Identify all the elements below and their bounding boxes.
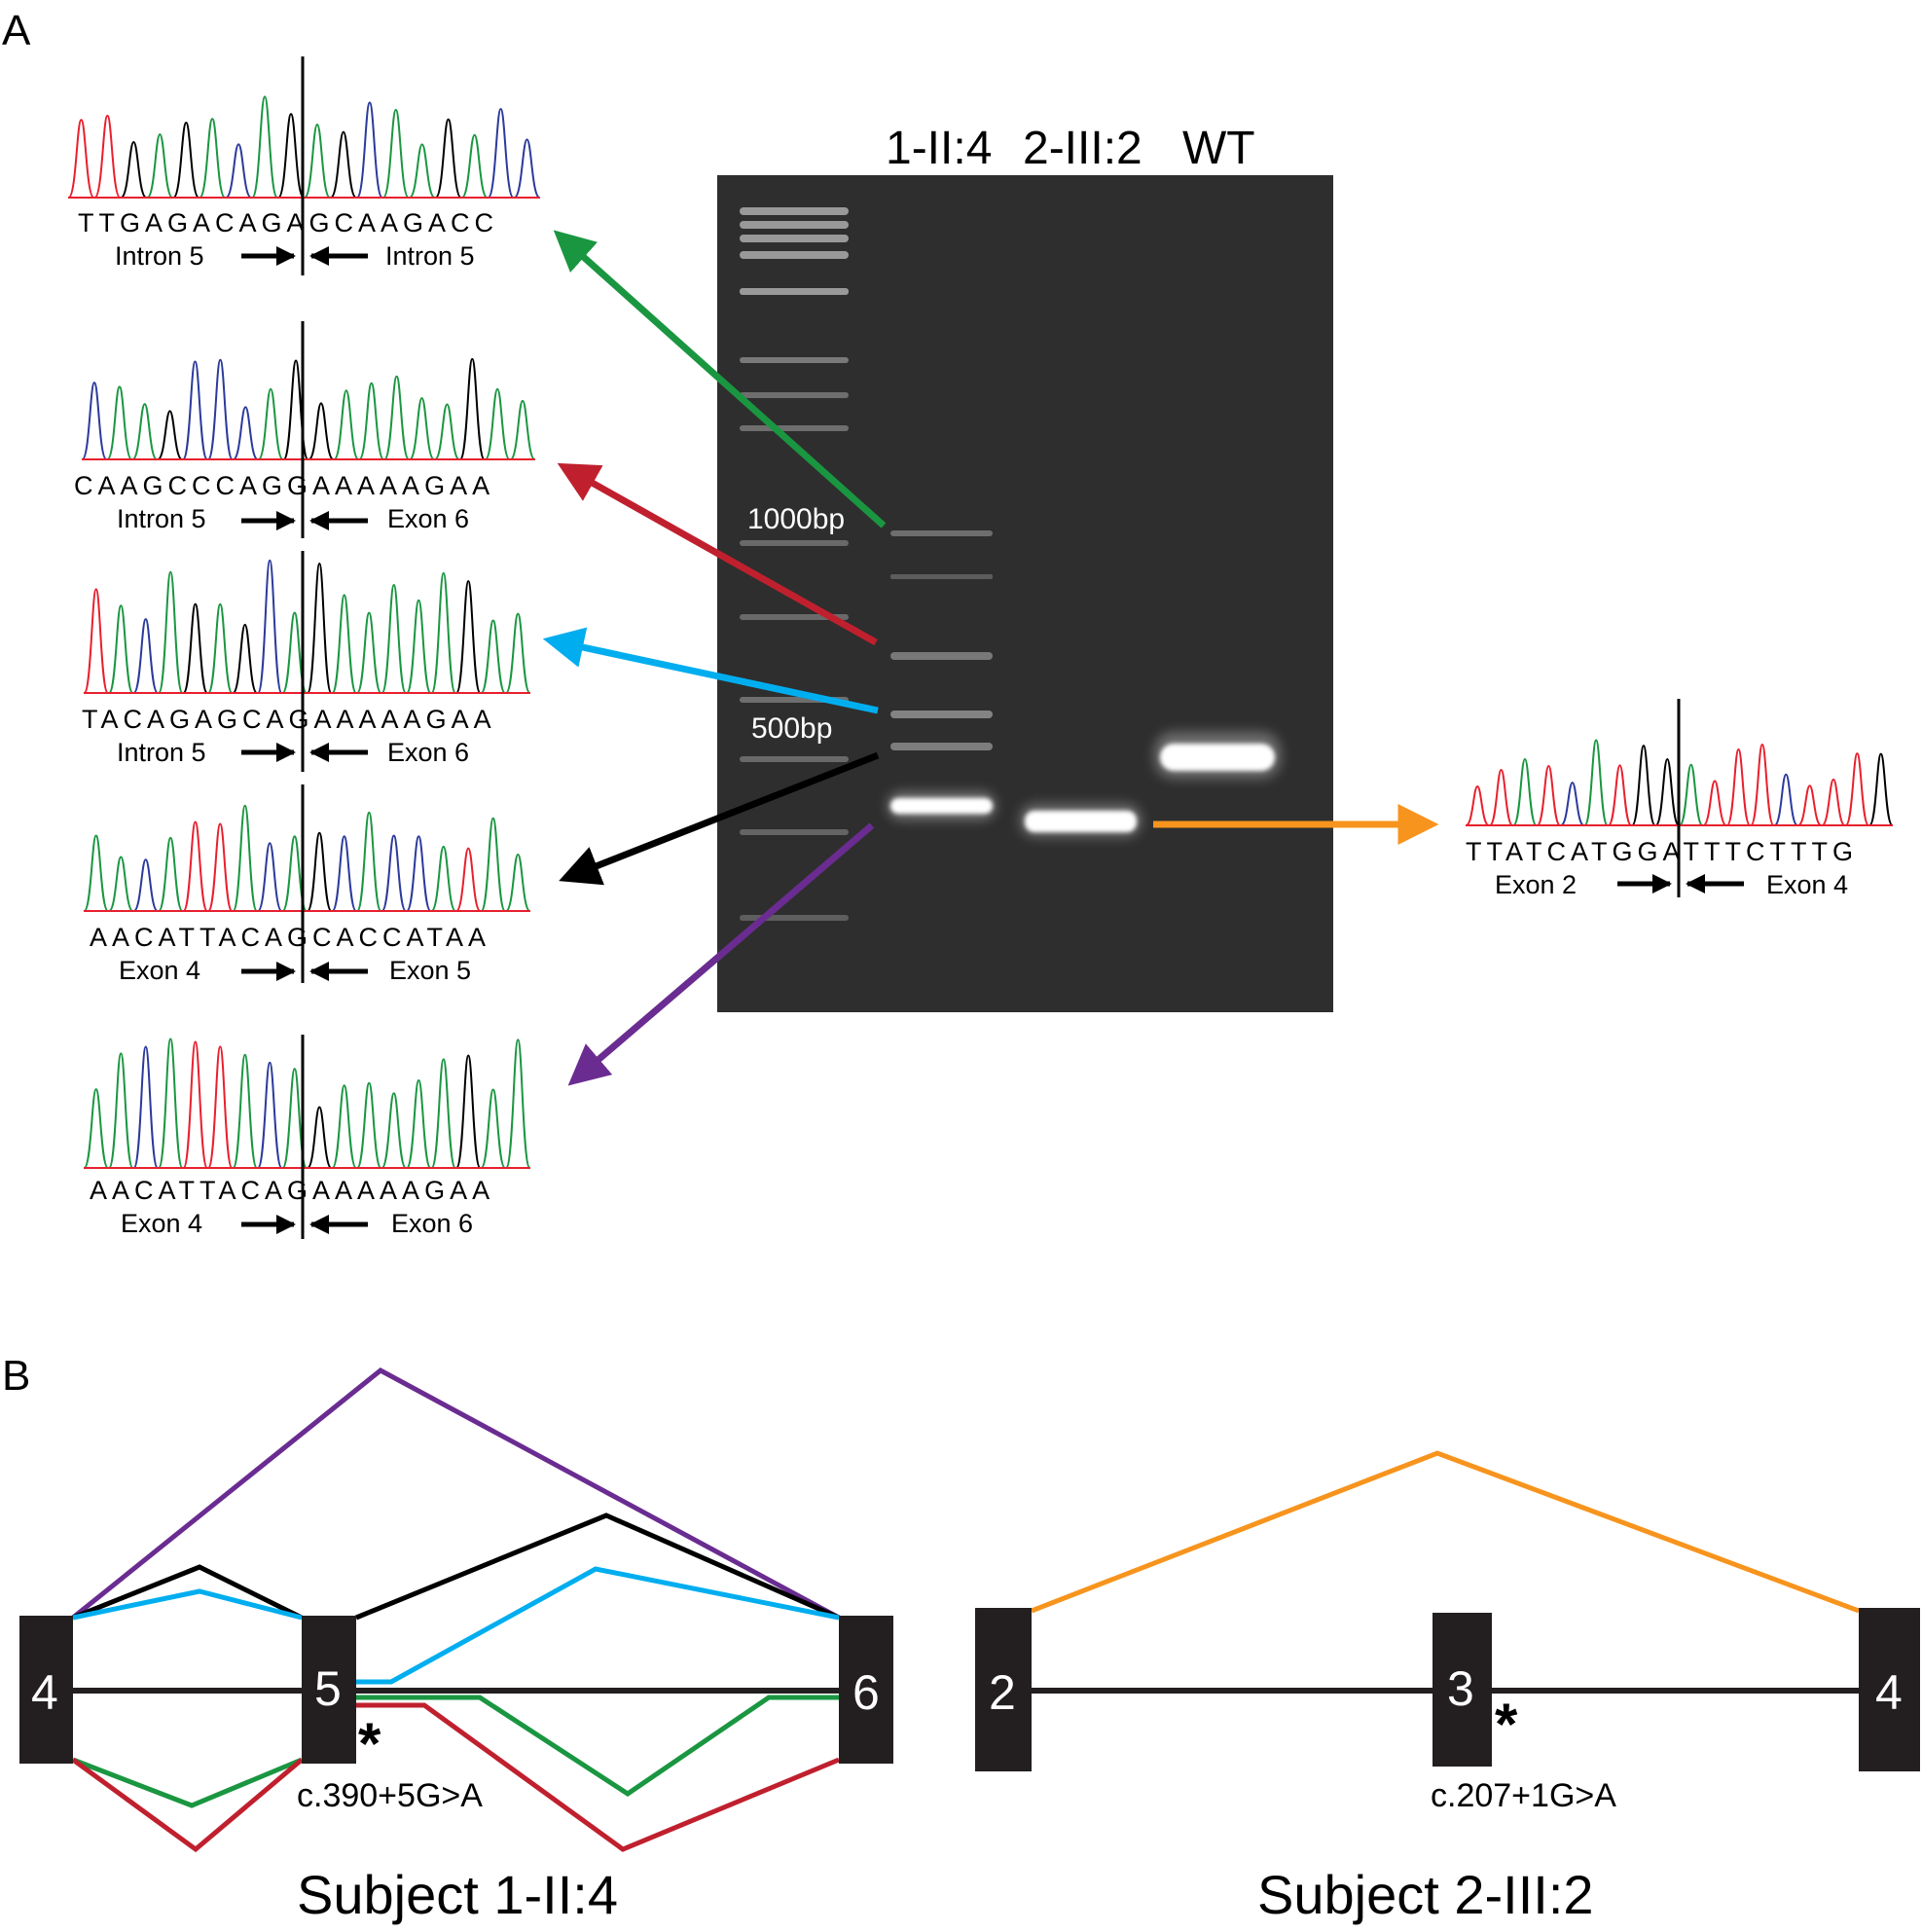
lane-label-1: 1-II:4 <box>886 123 992 174</box>
arrow-purple <box>567 822 875 1086</box>
mutation-star-2: * <box>1495 1692 1518 1757</box>
trace-t <box>84 820 530 912</box>
trace-g <box>68 113 540 199</box>
lane2-bands <box>1020 804 1142 837</box>
subject2-diagram <box>1031 1450 1860 1694</box>
splice-blue-2 <box>356 1566 840 1685</box>
chromatogram-labels: TTGAGACAGAGCAAGACC Intron 5 Intron 5 CAA… <box>74 208 1858 1238</box>
trace-g <box>1466 745 1894 826</box>
junction-markers <box>241 56 1744 1239</box>
region-left-3: Intron 5 <box>117 738 206 767</box>
trace-a <box>82 375 536 460</box>
gel-arrows <box>542 230 1439 1086</box>
exon-label-2: 2 <box>989 1665 1016 1720</box>
region-left-2: Intron 5 <box>117 504 206 533</box>
panel-b-label: B <box>2 1352 30 1400</box>
mutation-star-1: * <box>358 1711 381 1776</box>
exon-label-4b: 4 <box>1875 1665 1903 1720</box>
exon-box-5 <box>302 1616 356 1764</box>
subject1-diagram <box>71 1367 841 1853</box>
splice-green-2 <box>356 1695 839 1798</box>
subject2-title: Subject 2-III:2 <box>1257 1864 1594 1925</box>
trace-c <box>84 834 530 912</box>
splice-blue-1 <box>72 1588 303 1621</box>
region-left-6: Exon 2 <box>1495 870 1577 899</box>
panel-a-label: A <box>2 7 31 55</box>
arrow-blue <box>542 627 879 714</box>
splice-black-2 <box>355 1513 841 1621</box>
region-right-1: Intron 5 <box>385 241 475 271</box>
ladder-label-500bp: 500bp <box>751 712 832 745</box>
arrow-black <box>559 751 880 886</box>
splice-purple <box>71 1367 841 1621</box>
region-right-5: Exon 6 <box>391 1209 473 1238</box>
chromatogram-5 <box>83 1038 531 1169</box>
arrow-red <box>557 462 878 646</box>
splice-red-1 <box>71 1757 304 1853</box>
lane-label-wt: WT <box>1182 123 1255 174</box>
chromatogram-1 <box>67 95 541 199</box>
region-left-5: Exon 4 <box>121 1209 202 1238</box>
splice-green-1 <box>72 1757 303 1808</box>
trace-g <box>82 357 535 460</box>
arrow-green <box>553 230 887 529</box>
region-right-2: Exon 6 <box>387 504 469 533</box>
exon-box-2 <box>975 1608 1032 1771</box>
sequence-1: TTGAGACAGAGCAAGACC <box>78 208 498 237</box>
sequence-3: TACAGAGCAGAAAAAGAA <box>82 705 496 734</box>
subject1-exons: 4 5 6 * c.390+5G>A Subject 1-II:4 <box>19 1616 893 1925</box>
sequence-2: CAAGCCCAGGAAAAAGAA <box>74 471 494 500</box>
splice-black-1 <box>72 1564 304 1621</box>
region-right-4: Exon 5 <box>389 956 471 985</box>
splice-orange <box>1031 1450 1860 1614</box>
gel-image: 1000bp 500bp <box>717 175 1333 1012</box>
sequence-6: TTATCATGGATTTCTTTG <box>1466 837 1858 866</box>
trace-a <box>1466 739 1893 826</box>
wt-bands <box>1154 732 1281 779</box>
exon-label-3: 3 <box>1447 1661 1474 1716</box>
region-left-1: Intron 5 <box>115 241 204 271</box>
trace-g <box>84 563 530 694</box>
exon-box-3 <box>1432 1613 1492 1767</box>
sequence-5: AACATTACAGAAAAAGAA <box>90 1176 494 1205</box>
region-left-4: Exon 4 <box>119 956 200 985</box>
exon-box-4 <box>19 1616 73 1764</box>
subject2-exons: 2 3 4 * c.207+1G>A Subject 2-III:2 <box>975 1608 1920 1925</box>
trace-a <box>83 804 531 912</box>
lane-label-2: 2-III:2 <box>1023 123 1142 174</box>
mutation-label-2: c.207+1G>A <box>1431 1777 1616 1814</box>
subject1-title: Subject 1-II:4 <box>297 1864 618 1925</box>
exon-label-5: 5 <box>314 1661 342 1716</box>
mutation-label-1: c.390+5G>A <box>297 1777 483 1814</box>
sequence-4: AACATTACAGCACCATAA <box>90 923 490 952</box>
gel-background <box>717 175 1333 1012</box>
region-right-3: Exon 6 <box>387 738 469 767</box>
chromatogram-4 <box>83 804 531 912</box>
trace-g <box>84 1054 530 1169</box>
trace-t <box>83 588 530 694</box>
splice-red-2 <box>356 1702 840 1852</box>
exon-box-6 <box>839 1616 893 1764</box>
exon-label-4: 4 <box>31 1665 58 1720</box>
ladder-label-1000bp: 1000bp <box>747 503 845 535</box>
region-right-6: Exon 4 <box>1766 870 1848 899</box>
chromatogram-2 <box>81 357 536 460</box>
trace-t <box>1465 744 1893 826</box>
exon-label-6: 6 <box>852 1665 880 1720</box>
lane1-bands <box>888 530 996 820</box>
trace-a <box>68 95 540 199</box>
chromatogram-3 <box>83 559 531 694</box>
trace-g <box>84 831 530 912</box>
exon-box-4b <box>1859 1608 1920 1771</box>
trace-c <box>84 559 530 694</box>
